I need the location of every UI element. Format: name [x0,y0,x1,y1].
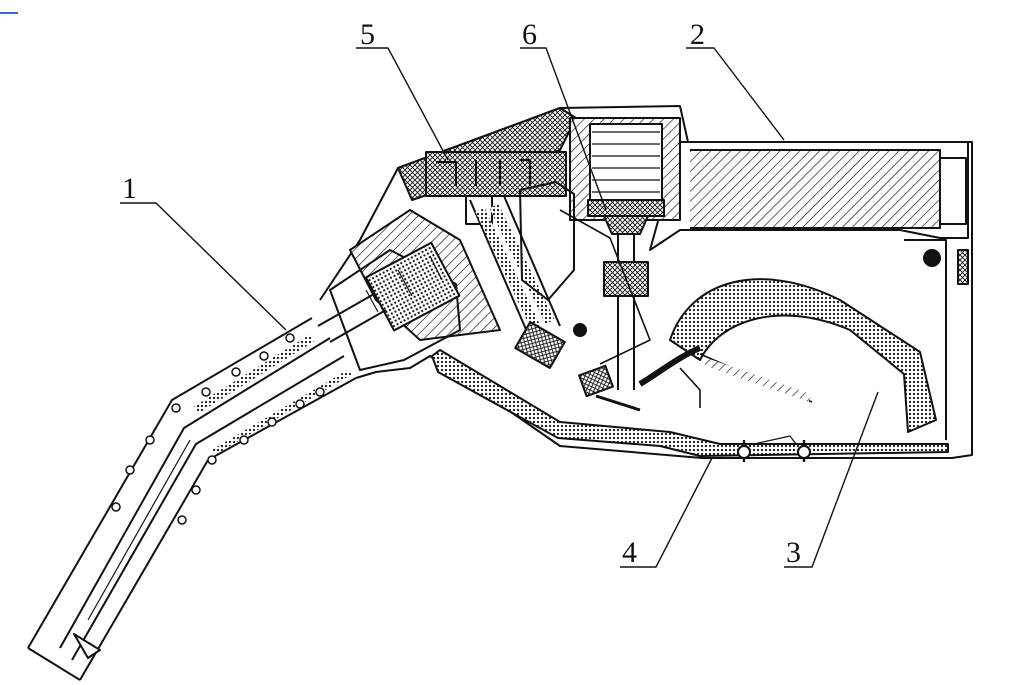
leader-line-4 [620,457,713,568]
leader-line-2 [686,47,785,141]
leader-line-1 [120,202,287,331]
inner-chamber [519,181,651,365]
callout-3: 3 [786,536,801,569]
trigger-lever [578,278,937,433]
callout-labels: 1 2 3 4 5 6 [122,18,801,569]
corner-mark [0,12,18,14]
callout-6: 6 [522,18,537,51]
trigger-guard [431,349,949,462]
callout-2: 2 [690,18,705,51]
callout-4: 4 [622,536,637,569]
check-valve-assembly [425,151,567,369]
leader-lines [120,47,879,568]
inlet-connector [317,241,461,371]
leader-line-6 [520,47,607,211]
leader-line-5 [356,47,449,161]
callout-5: 5 [360,18,375,51]
valve-spring-housing [569,117,681,390]
spout-tube [27,317,357,681]
spout-beads [111,333,325,525]
handle-grip [649,141,969,440]
callout-1: 1 [122,172,137,205]
rear-wall [957,249,969,285]
leader-line-3 [784,391,879,568]
